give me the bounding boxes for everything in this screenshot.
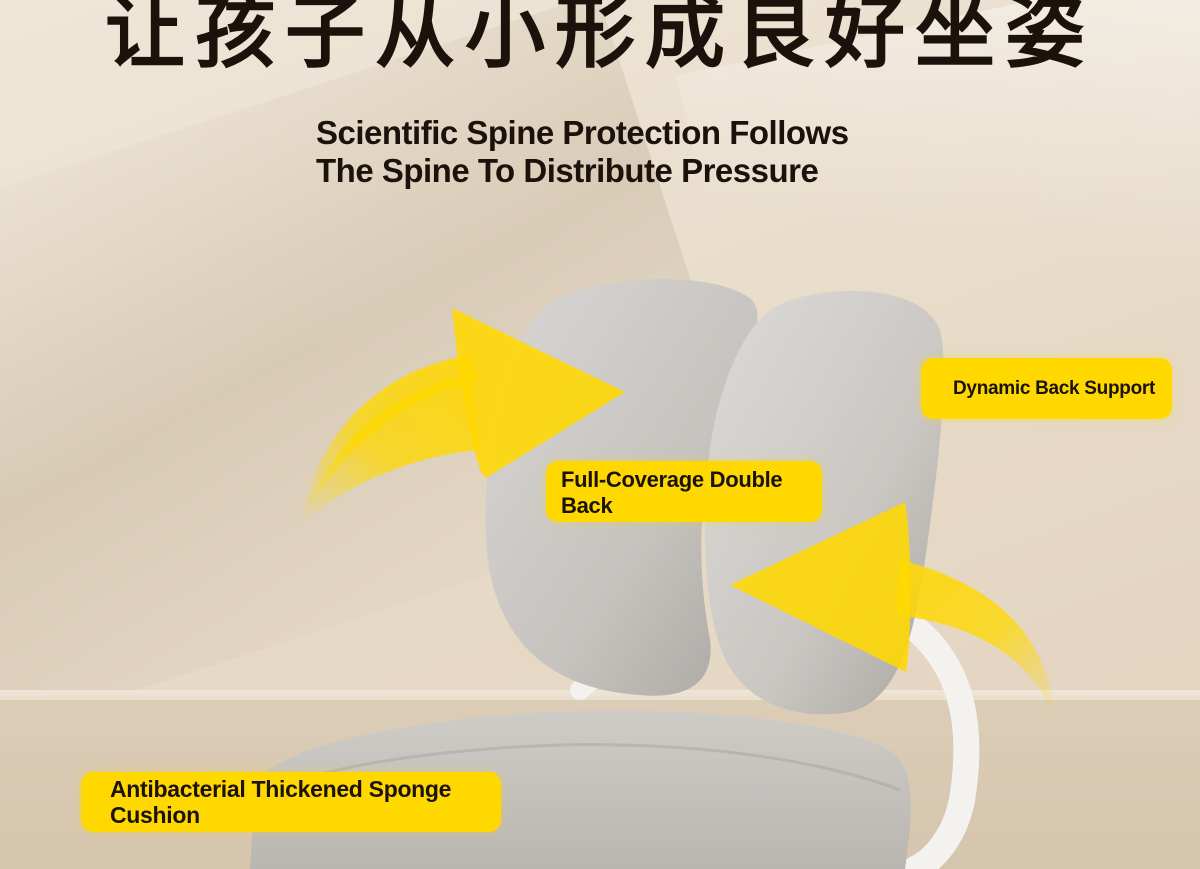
callout-double-back: Full-Coverage Double Back [546,461,822,522]
callout-cushion-line-1: Antibacterial Thickened Sponge [110,776,452,802]
callout-cushion: Antibacterial Thickened Sponge Cushion [81,772,501,832]
curved-arrow-right-icon [300,308,625,525]
headline-english: Scientific Spine Protection Follows The … [316,114,1036,190]
headline-english-line-2: The Spine To Distribute Pressure [316,152,819,189]
callout-dynamic-support: Dynamic Back Support [921,358,1172,419]
curved-arrow-left-icon [730,502,1055,720]
callout-double-back-line-2: Back [561,493,613,518]
callout-cushion-line-2: Cushion [110,802,200,828]
headline-english-line-1: Scientific Spine Protection Follows [316,114,849,151]
callout-double-back-line-1: Full-Coverage Double [561,467,783,492]
headline-chinese: 让孩子从小形成良好坐姿 [105,0,1095,79]
chair-frame [892,607,980,869]
